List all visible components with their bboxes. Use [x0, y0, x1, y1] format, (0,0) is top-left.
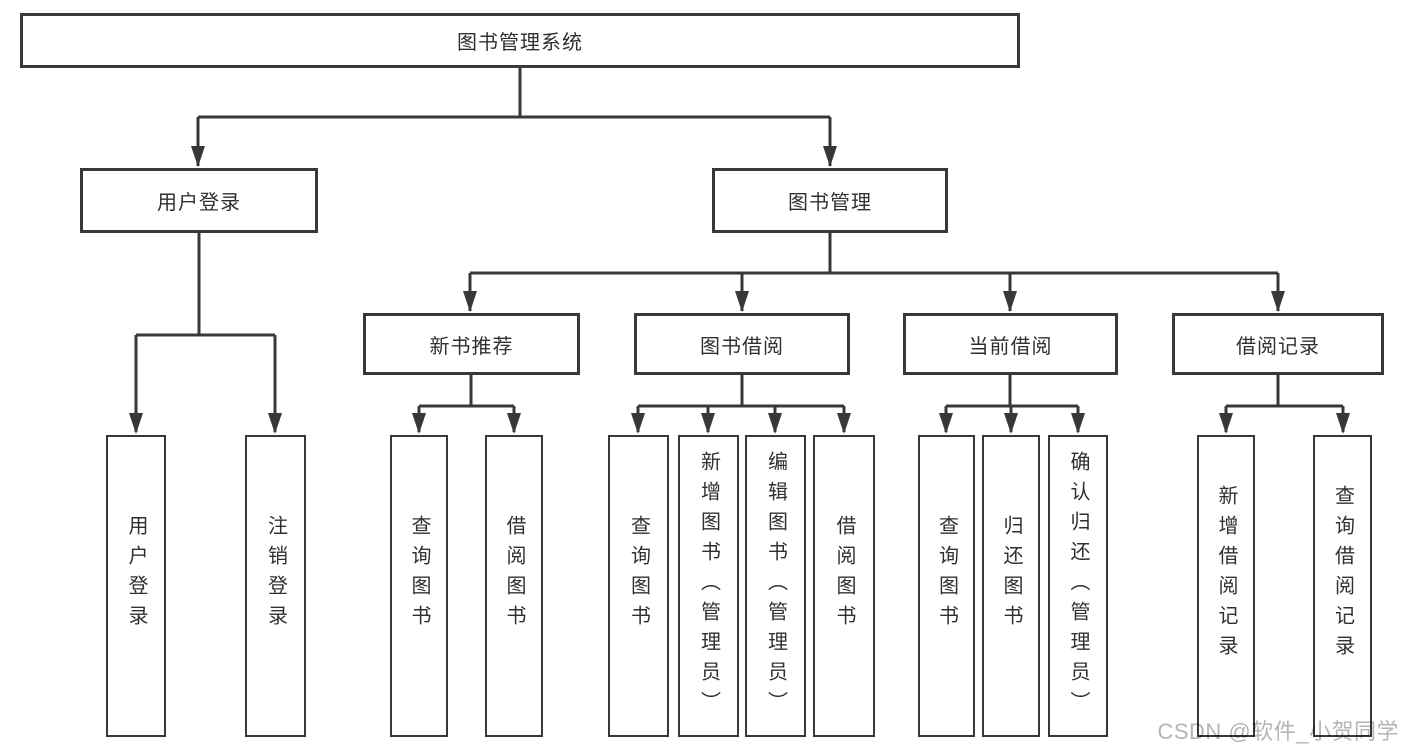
node-borrowing-records: 借阅记录 — [1172, 313, 1384, 375]
node-label: 查询图书 — [627, 515, 650, 635]
node-leaf-borrow-books: 借阅图书 — [813, 435, 875, 737]
node-leaf-query-books-borrowing: 查询图书 — [608, 435, 669, 737]
node-leaf-user-login: 用户登录 — [106, 435, 166, 737]
node-leaf-borrow-books-recommend: 借阅图书 — [485, 435, 543, 737]
arrow-down-icon — [631, 413, 645, 434]
arrow-down-icon — [129, 413, 143, 434]
node-label: 编辑图书（管理员） — [764, 451, 787, 721]
node-leaf-add-books-admin: 新增图书（管理员） — [678, 435, 739, 737]
node-label: 图书管理 — [788, 192, 872, 214]
node-new-book-recommendation: 新书推荐 — [363, 313, 580, 375]
node-label: 新书推荐 — [429, 335, 514, 358]
arrow-down-icon — [412, 413, 426, 434]
connector-lines — [134, 68, 1345, 432]
arrow-down-icon — [701, 413, 715, 434]
arrowhead-icons — [129, 146, 1350, 434]
node-label: 用户登录 — [157, 192, 241, 214]
arrow-down-icon — [191, 146, 205, 167]
arrow-down-icon — [1219, 413, 1233, 434]
node-user-login: 用户登录 — [80, 168, 318, 233]
arrow-down-icon — [268, 413, 282, 434]
node-leaf-edit-books-admin: 编辑图书（管理员） — [745, 435, 806, 737]
node-label: 确认归还（管理员） — [1067, 451, 1089, 721]
node-label: 查询图书 — [408, 515, 430, 635]
node-label: 查询图书 — [935, 515, 958, 635]
arrow-down-icon — [823, 146, 837, 167]
node-label: 归还图书 — [1000, 515, 1022, 635]
arrow-down-icon — [463, 291, 477, 312]
node-leaf-query-books-recommend: 查询图书 — [390, 435, 448, 737]
node-label: 新增借阅记录 — [1215, 485, 1237, 665]
arrow-down-icon — [1271, 291, 1285, 312]
node-book-borrowing: 图书借阅 — [634, 313, 850, 375]
node-label: 借阅图书 — [503, 515, 525, 635]
node-label: 用户登录 — [125, 515, 147, 635]
arrow-down-icon — [1071, 413, 1085, 434]
node-label: 借阅记录 — [1236, 335, 1320, 358]
arrow-down-icon — [939, 413, 953, 434]
arrow-down-icon — [735, 291, 749, 312]
node-leaf-add-borrow-record: 新增借阅记录 — [1197, 435, 1255, 737]
arrow-down-icon — [1004, 413, 1018, 434]
node-label: 新增图书（管理员） — [697, 451, 720, 721]
node-label: 查询借阅记录 — [1331, 485, 1354, 665]
arrow-down-icon — [837, 413, 851, 434]
node-leaf-return-books: 归还图书 — [982, 435, 1040, 737]
node-label: 借阅图书 — [833, 515, 855, 635]
arrow-down-icon — [768, 413, 782, 434]
node-leaf-confirm-return-admin: 确认归还（管理员） — [1048, 435, 1108, 737]
node-leaf-query-borrow-record: 查询借阅记录 — [1313, 435, 1372, 737]
arrow-down-icon — [507, 413, 521, 434]
node-leaf-query-books-current: 查询图书 — [918, 435, 975, 737]
node-label: 当前借阅 — [968, 335, 1053, 358]
node-current-borrowing: 当前借阅 — [903, 313, 1118, 375]
node-label: 图书借阅 — [700, 335, 784, 358]
node-library-management-system: 图书管理系统 — [20, 13, 1020, 68]
node-label: 注销登录 — [264, 515, 287, 635]
node-label: 图书管理系统 — [457, 32, 583, 54]
node-leaf-logout: 注销登录 — [245, 435, 306, 737]
node-book-management: 图书管理 — [712, 168, 948, 233]
arrow-down-icon — [1003, 291, 1017, 312]
arrow-down-icon — [1336, 413, 1350, 434]
